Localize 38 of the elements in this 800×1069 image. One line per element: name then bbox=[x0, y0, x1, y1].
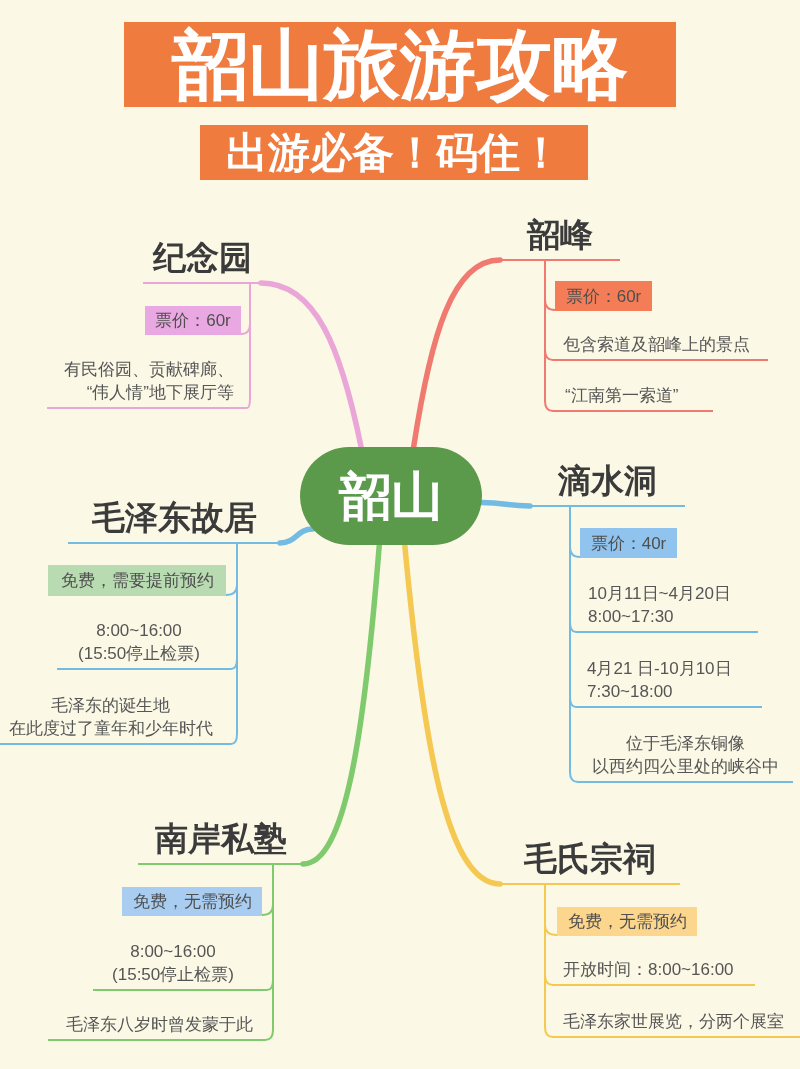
central-pill: 韶山 bbox=[300, 447, 482, 545]
topic-heading: 滴水洞 bbox=[530, 458, 685, 507]
branch-line bbox=[230, 542, 238, 745]
branch-line bbox=[300, 542, 383, 867]
branch-note: 毛泽东八岁时曾发蒙于此 bbox=[48, 1012, 265, 1041]
branch-line bbox=[258, 280, 364, 450]
topic-heading: 毛氏宗祠 bbox=[500, 835, 680, 885]
topic-heading: 南岸私塾 bbox=[138, 815, 303, 865]
branch-line bbox=[264, 863, 274, 1041]
branch-line bbox=[544, 259, 554, 412]
topic-heading: 毛泽东故居 bbox=[68, 497, 280, 544]
branch-line bbox=[544, 883, 554, 1038]
highlight-tag: 票价：60r bbox=[555, 281, 652, 311]
branch-note: 4月21 日-10月10日 7:30~18:00 bbox=[576, 656, 762, 708]
branch-line bbox=[246, 282, 251, 409]
branch-line bbox=[410, 257, 503, 450]
branch-line bbox=[402, 542, 503, 887]
branch-note: 开放时间：8:00~16:00 bbox=[553, 955, 755, 986]
highlight-tag: 票价：60r bbox=[145, 306, 241, 335]
topic-heading: 韶峰 bbox=[500, 210, 620, 261]
branch-note: 10月11日~4月20日 8:00~17:30 bbox=[576, 582, 758, 633]
branch-note: 8:00~16:00 (15:50停止检票) bbox=[93, 935, 267, 991]
highlight-tag: 免费，无需预约 bbox=[122, 887, 262, 916]
branch-note: 毛泽东的诞生地在此度过了童年和少年时代 bbox=[0, 690, 231, 745]
branch-note: 毛泽东家世展览，分两个展室 bbox=[553, 1007, 800, 1038]
branch-note: 包含索道及韶峰上的景点 bbox=[553, 330, 768, 361]
title-banner: 韶山旅游攻略 bbox=[124, 22, 676, 107]
branch-note: 位于毛泽东铜像以西约四公里处的峡谷中 bbox=[578, 728, 793, 783]
branch-note: 8:00~16:00 (15:50停止检票) bbox=[57, 615, 231, 670]
branch-note: “江南第一索道” bbox=[553, 382, 713, 412]
highlight-tag: 免费，无需预约 bbox=[557, 907, 697, 936]
branch-line bbox=[277, 526, 316, 546]
topic-heading: 纪念园 bbox=[143, 232, 261, 284]
highlight-tag: 票价：40r bbox=[580, 528, 677, 558]
subtitle-banner: 出游必备！码住！ bbox=[200, 125, 588, 180]
highlight-tag: 免费，需要提前预约 bbox=[48, 565, 226, 596]
branch-line bbox=[569, 505, 579, 783]
branch-note: 有民俗园、贡献碑廊、“伟人情”地下展厅等 bbox=[47, 352, 247, 409]
